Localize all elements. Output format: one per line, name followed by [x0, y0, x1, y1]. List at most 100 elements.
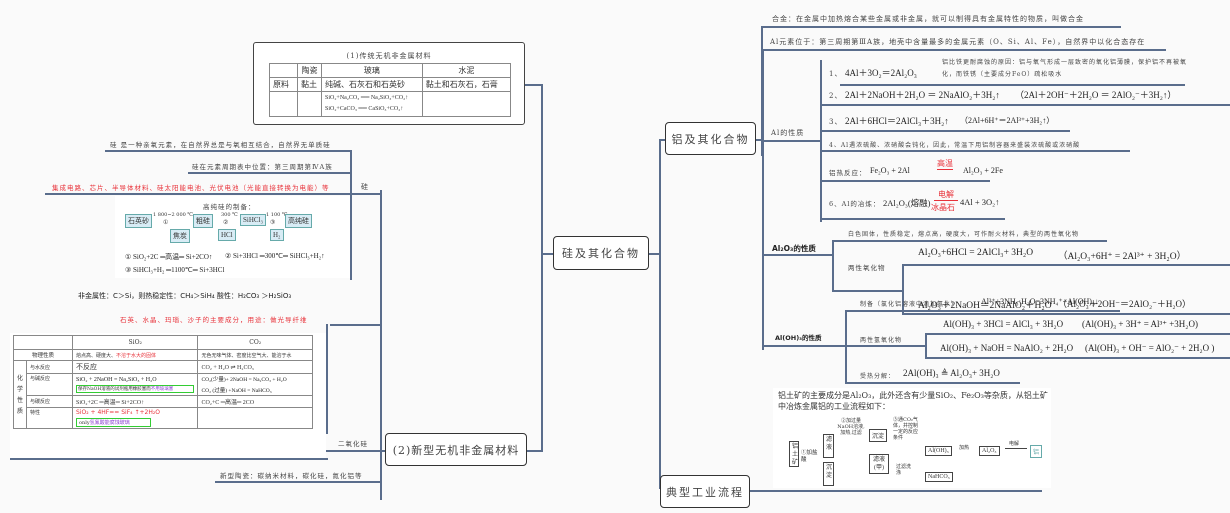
base-co2-1: CO₂(少量)+ 2NaOH = Na₂CO₃ + H₂O	[201, 377, 287, 383]
flow-step3-num: ③	[270, 219, 276, 226]
al-prop-3-ion: （2Al+6H⁺＝2Al³⁺+3H₂↑）	[960, 116, 1055, 125]
flow-hcl: HCl	[218, 229, 236, 241]
flow-step1: ①加盐酸	[801, 450, 818, 463]
traditional-title: (1)传统无机非金属材料	[346, 52, 432, 60]
base-sio2-eq: SiO₂ + 2NaOH = Na₂SiO₃ + H₂O	[76, 376, 157, 383]
flow-precip-2: 沉淀	[869, 429, 888, 442]
connector	[762, 254, 832, 256]
glass-eq1: SiO₂+Na₂CO₃ ══ Na₂SiO₃+CO₂↑	[325, 95, 409, 101]
smelt-cond-top: 电解	[934, 189, 958, 201]
th-glass: 玻璃	[321, 63, 423, 78]
smelt-cond-bottom: 冰晶石	[931, 203, 955, 212]
al-prop-4: 4、Al遇浓硫酸、浓硝酸会钝化，因此，常温下用铝制容器来盛装浓硫酸或浓硝酸	[829, 142, 1081, 149]
connector	[350, 150, 352, 280]
alumina-desc: 白色固体，性质稳定，熔点高，硬度大，可作耐火材料，典型的两性氧化物	[848, 231, 1080, 238]
al-prop-3-eq: 2Al＋6HCl＝2AlCl₃＋3H₂↑	[845, 116, 949, 126]
aloh3-decomp-label: 受热分解：	[860, 373, 896, 380]
connector	[902, 264, 1230, 266]
alumina-eq-1: Al₂O₃+6HCl = 2AlCl₃+ 3H₂O	[918, 248, 1034, 258]
al-position: Al元素位于：第三周期第ⅢA族，地壳中含量最多的金属元素（O、Si、Al、Fe）…	[770, 38, 1146, 46]
connector	[820, 218, 1005, 220]
new-ceramics: 新型陶瓷：碳纳米材料，碳化硅，氮化铝等	[220, 472, 363, 480]
thermite-label: 铝热反应：	[829, 169, 867, 177]
connector	[762, 140, 822, 142]
alumina-amph-label: 两性氧化物	[848, 264, 886, 272]
al-prop-1-num: 1、	[829, 70, 843, 78]
silica-label: 二氧化硅	[338, 440, 368, 448]
traditional-materials-panel: (1)传统无机非金属材料 陶瓷 玻璃 水泥 原料 黏土 纯碱、石灰石和石英砂 黏…	[253, 42, 525, 125]
phys-sio2: 熔点高、硬度大、不溶于水大的固体	[72, 349, 199, 361]
flow-nahco3: NaHCO₃	[925, 472, 953, 482]
connector	[925, 333, 1230, 335]
flow-al2o3: Al₂O₃	[979, 446, 1000, 456]
silica-table-panel: SiO₂ CO₂ 物理性质 熔点高、硬度大、不溶于水大的固体 无色无味气体、密度…	[10, 333, 326, 458]
connector	[820, 104, 1230, 106]
smelt-eq-a: 2Al₂O₃(熔融)	[883, 198, 931, 208]
aloh3-prep-eq: Al³⁺+3NH₃·H₂O=3NH₄⁺+Al(OH)₃↓	[981, 297, 1099, 306]
smelt-label: 6、Al的冶炼：	[829, 200, 881, 208]
flow-heat: 加热	[959, 445, 970, 451]
flow-coke: 焦炭	[170, 229, 190, 243]
node-industrial-process[interactable]: 典型工业流程	[660, 475, 750, 508]
node-new-materials[interactable]: (2)新型无机非金属材料	[385, 433, 527, 466]
silica-note: 石英、水晶、玛瑙、沙子的主要成分，用途：做光导纤维	[120, 316, 308, 324]
water-sio2: 不反应	[72, 360, 199, 374]
special-label: 特性	[26, 407, 74, 429]
smelt-eq-b: 4Al + 3O₂↑	[960, 197, 1000, 207]
aloh3-amph-label: 两性氢氧化物	[860, 337, 903, 344]
water-co2: CO₂ + H₂O ⇌ H₂CO₃	[197, 360, 313, 374]
node-aluminum-compounds[interactable]: 铝及其化合物	[665, 122, 756, 155]
connector	[330, 324, 380, 326]
silica-table: SiO₂ CO₂ 物理性质 熔点高、硬度大、不溶于水大的固体 无色无味气体、密度…	[12, 335, 313, 429]
eq-empty	[297, 91, 322, 117]
th-empty	[269, 63, 298, 78]
connector	[840, 84, 1185, 86]
connector	[762, 50, 764, 350]
connector	[761, 26, 763, 156]
al-prop-2-ion: （2Al＋2OH⁻＋2H₂O ＝ 2AlO₂⁻＋3H₂↑）	[1015, 90, 1177, 100]
connector	[845, 382, 1020, 384]
alumina-eq-2-ion: （Al₂O₃＋2OH⁻＝2AlO₂⁻＋H₂O）	[1058, 299, 1192, 309]
silicon-eq-3: ③ SiHCl₃+H₂ ═1100℃═ Si+3HCl	[125, 266, 225, 274]
special-co2	[197, 407, 313, 429]
base-label: 与碱反应	[26, 373, 74, 396]
connector	[541, 84, 543, 452]
base-co2-2: CO₂ (过量) +NaOH = NaHCO₃	[201, 388, 272, 394]
flow-pure-si: 高纯硅	[285, 214, 312, 228]
phys-label: 物理性质	[12, 349, 74, 361]
nonmetal-comparison: 非金属性：C＞Si，则热稳定性：CH₄＞SiH₄ 酸性：H₂CO₃ ＞H₂SiO…	[78, 292, 292, 300]
connector	[925, 333, 927, 358]
connector	[925, 357, 1230, 359]
flow-quartz: 石英砂	[125, 214, 152, 228]
glass-eq2: SiO₂+CaCO₃ ══ CaSiO₃+CO₂↑	[325, 106, 404, 112]
thermite-condition: 高温	[937, 159, 953, 170]
raw-cement: 黏土和石灰石，石膏	[421, 77, 512, 92]
aloh3-eq-2-ion: (Al(OH)₃ + OH⁻ = AlO₂⁻ + 2H₂O )	[1085, 343, 1215, 353]
connector	[10, 458, 328, 460]
al-prop-1-eq: 4Al＋3O₂＝2Al₂O₃	[845, 68, 917, 78]
connector	[215, 481, 381, 483]
glass-equations: SiO₂+Na₂CO₃ ══ Na₂SiO₃+CO₂↑ SiO₂+CaCO₃ ═…	[321, 91, 423, 117]
connector	[326, 450, 386, 452]
process-text: 铝土矿的主要成分是Al₂O₃，此外还含有少量SiO₂、Fe₂O₃等杂质，从铝土矿…	[778, 391, 1048, 411]
connector	[527, 450, 542, 452]
connector	[380, 190, 382, 500]
flow-step3-temp: 1 100 ℃	[266, 212, 288, 218]
connector	[755, 139, 762, 141]
aloh3-prep-label: 制备（氯化铝溶液中滴加氨水）：	[860, 301, 963, 308]
special-note-a: only	[79, 420, 90, 426]
thermite-eq-a: Fe₂O₃ + 2Al	[870, 166, 910, 175]
connector	[832, 240, 834, 292]
flow-step2-num: ②	[223, 219, 229, 226]
silica-th-empty	[12, 335, 74, 350]
flow-al: 铝	[1030, 445, 1043, 458]
base-note-a: 保存NaOH溶液的试剂瓶用橡胶塞而	[78, 386, 151, 392]
silicon-uses: 集成电路、芯片、半导体材料、硅太阳能电池、光伏电池（光能直接转换为电能）等	[52, 184, 330, 192]
silicon-eq-1: ① SiO₂+2C ═高温═ Si+2CO↑	[125, 253, 213, 261]
node-silicon-compounds[interactable]: 硅及其化合物	[553, 236, 649, 270]
base-co2: CO₂(少量)+ 2NaOH = Na₂CO₃ + H₂O CO₂ (过量) +…	[197, 373, 313, 396]
process-panel: 铝土矿的主要成分是Al₂O₃，此外还含有少量SiO₂、Fe₂O₃等杂质，从铝土矿…	[773, 388, 1051, 488]
flow-step1-temp: 1 800~2 000 ℃	[153, 212, 193, 218]
phys-sio2-b: 不溶于水大的固体	[116, 352, 157, 359]
process-flow: 铝土矿 ①加盐酸 滤液 沉淀 ②加过量NaOH溶液,加热,过滤 沉淀 滤液(甲)…	[783, 414, 1045, 486]
